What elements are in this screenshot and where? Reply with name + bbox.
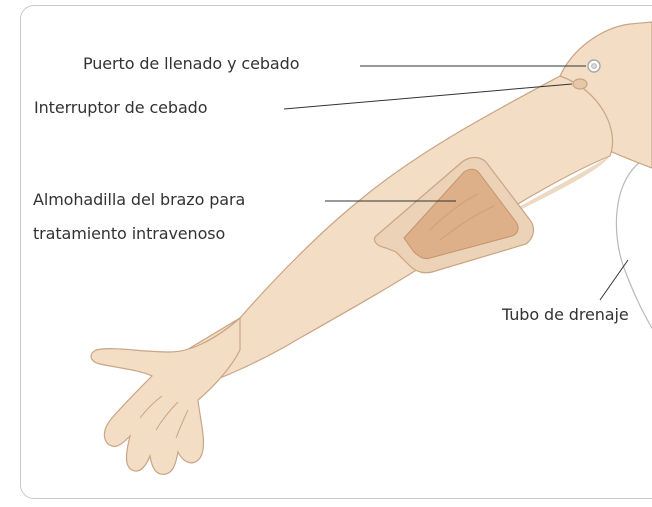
finger-line-2 [155, 401, 179, 431]
iv-pad [403, 168, 519, 259]
label-priming-switch: Interruptor de cebado [34, 98, 208, 117]
finger-line-3 [175, 409, 189, 439]
pad-texture-2 [439, 205, 495, 241]
label-fill-port: Puerto de llenado y cebado [83, 54, 300, 73]
leader-drain-tube [599, 259, 629, 301]
hand [90, 316, 241, 475]
label-iv-pad-line-2: tratamiento intravenoso [33, 224, 226, 243]
label-drain-tube: Tubo de drenaje [502, 305, 629, 324]
leader-priming-switch [283, 83, 573, 110]
drain-tube-outline [615, 161, 652, 329]
fill-port-center [591, 63, 597, 69]
priming-switch-icon [572, 78, 588, 90]
label-iv-pad-line-1: Almohadilla del brazo para [33, 190, 246, 209]
illustration-frame [20, 5, 652, 499]
finger-line-1 [139, 395, 163, 419]
pad-texture-1 [429, 193, 479, 231]
